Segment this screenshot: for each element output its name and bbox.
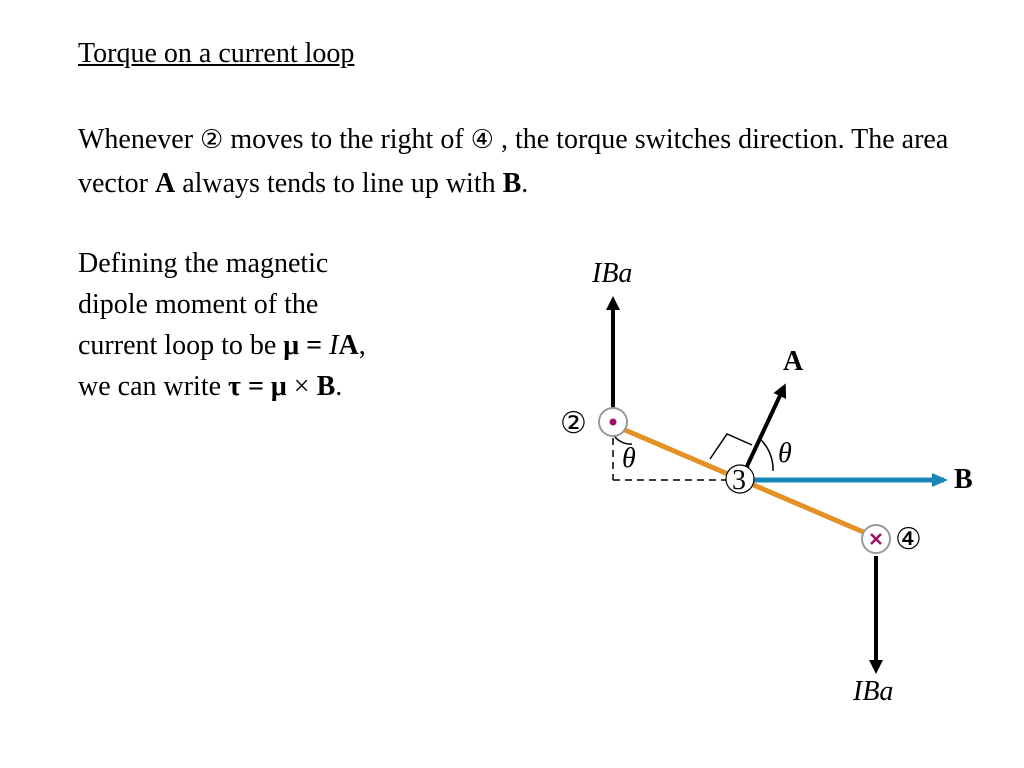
- para2-line-4-text: we can write: [78, 371, 229, 402]
- equals-symbol-2: =: [240, 371, 271, 402]
- paragraph-torque-switch: Whenever ② moves to the right of ④ , the…: [78, 118, 978, 206]
- mu-symbol: μ: [283, 330, 300, 361]
- theta-arc-right: [758, 437, 774, 472]
- point-3-circle: [725, 464, 755, 494]
- field-vector-symbol: B: [502, 168, 522, 199]
- current-into-page-icon: [861, 524, 891, 554]
- para1-text-1: Whenever: [78, 124, 201, 155]
- mu-symbol-2: μ: [270, 371, 287, 402]
- period: .: [335, 371, 343, 402]
- para2-line-1: Defining the magnetic: [78, 248, 329, 279]
- vector-b-label: B: [954, 464, 973, 495]
- paragraph-dipole-moment: Defining the magnetic dipole moment of t…: [78, 243, 498, 407]
- comma: ,: [358, 330, 366, 361]
- right-angle-mark: [709, 433, 753, 460]
- area-vector-arrow: [740, 383, 787, 478]
- area-symbol: A: [338, 330, 359, 361]
- cross-product-symbol: ×: [286, 371, 317, 402]
- current-out-of-page-icon: [598, 407, 628, 437]
- tau-symbol: τ: [228, 371, 241, 402]
- theta-right-label: θ: [778, 438, 792, 469]
- circled-2: ②: [200, 125, 224, 155]
- equals-symbol: =: [299, 330, 330, 361]
- theta-left-label: θ: [622, 443, 636, 474]
- point-4-label: ④: [895, 522, 922, 557]
- vector-a-label: A: [783, 346, 804, 377]
- para1-text-2: moves to the right of: [223, 124, 471, 155]
- force-bottom-label: IBa: [852, 676, 893, 707]
- para1-text-3: , the torque switches direction. The are…: [78, 124, 949, 199]
- para1-text-4: always tends to line up with: [175, 168, 503, 199]
- para2-line-3-text: current loop to be: [78, 330, 284, 361]
- para2-line-2: dipole moment of the: [78, 289, 319, 320]
- point-3-label: 3: [732, 465, 746, 496]
- b-symbol: B: [316, 371, 336, 402]
- page-title: Torque on a current loop: [78, 38, 355, 69]
- area-vector-symbol: A: [154, 168, 176, 199]
- point-2-label: ②: [560, 406, 587, 441]
- circled-4: ④: [470, 125, 494, 155]
- para2-line-4: we can write τ = μ × B.: [78, 366, 498, 407]
- current-symbol: I: [329, 330, 339, 361]
- para1-text-5: .: [521, 168, 529, 199]
- force-top-label: IBa: [591, 258, 632, 289]
- para2-line-3: current loop to be μ = IA,: [78, 325, 498, 366]
